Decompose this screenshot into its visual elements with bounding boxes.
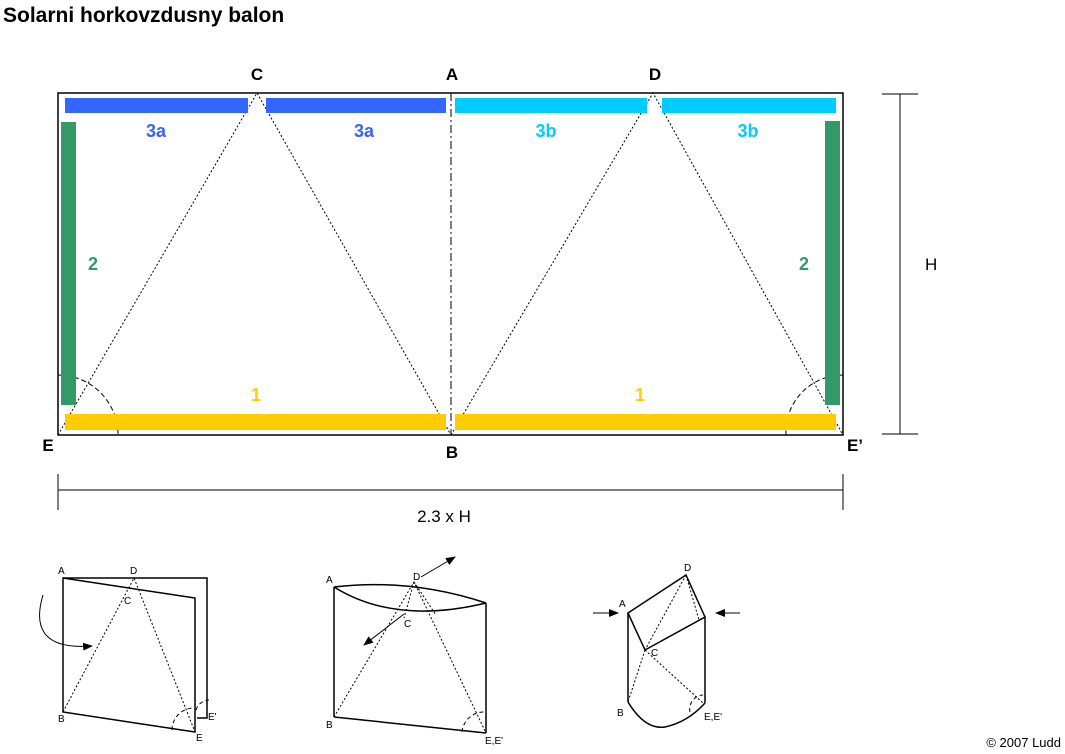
step2-label-ee: E,E' <box>485 736 503 747</box>
step2-label-a: A <box>326 575 333 586</box>
strip-3b-label-right: 3b <box>737 121 758 141</box>
strip-1-right <box>455 414 836 430</box>
assembly-step-2: A D C B E,E' <box>326 556 503 747</box>
height-label: H <box>925 255 937 274</box>
strip-2-right <box>825 121 840 405</box>
copyright-notice: © 2007 Ludd <box>986 735 1061 750</box>
step3-label-c: C <box>651 648 658 659</box>
point-b-label: B <box>446 443 458 462</box>
strip-3a-left <box>65 98 248 113</box>
strip-3b-left <box>455 98 647 113</box>
step2-label-d: D <box>413 572 420 583</box>
assembly-step-3: A D C B E,E' <box>593 563 740 729</box>
point-c-label: C <box>251 65 263 84</box>
point-a-label: A <box>446 65 458 84</box>
strip-3a-label-left: 3a <box>146 121 167 141</box>
dimension-height: H <box>882 93 937 435</box>
step1-label-a: A <box>58 566 65 577</box>
strip-1-label-left: 1 <box>251 385 261 405</box>
step3-label-b: B <box>617 708 624 719</box>
strip-1-left <box>65 414 446 430</box>
strip-3b-right <box>662 98 836 113</box>
strip-2-label-left: 2 <box>88 254 98 274</box>
step1-label-d: D <box>130 566 137 577</box>
page-title: Solarni horkovzdusny balon <box>3 4 285 27</box>
width-label: 2.3 x H <box>417 507 471 526</box>
step3-label-d: D <box>684 563 691 574</box>
point-e-prime-label: E’ <box>847 436 863 455</box>
pattern-sheet: 3a 3a 3b 3b 2 2 1 1 C A D E B E’ <box>42 65 863 462</box>
step3-label-ee: E,E' <box>704 712 722 723</box>
point-d-label: D <box>649 65 661 84</box>
point-e-label: E <box>42 436 53 455</box>
strip-3b-label-left: 3b <box>535 121 556 141</box>
step1-label-e-prime: E' <box>208 712 217 723</box>
assembly-step-1: A D C B E E' <box>39 566 217 744</box>
strip-1-label-right: 1 <box>635 385 645 405</box>
step3-label-a: A <box>619 599 626 610</box>
step2-label-c: C <box>404 619 411 630</box>
triangle-b-d-e-prime <box>450 91 844 436</box>
step2-label-b: B <box>326 720 333 731</box>
step1-label-c: C <box>124 596 131 607</box>
dimension-width: 2.3 x H <box>57 474 844 526</box>
strip-2-left <box>61 122 76 405</box>
strip-3a-right <box>266 98 446 113</box>
strip-3a-label-right: 3a <box>354 121 375 141</box>
step1-label-e: E <box>196 733 203 744</box>
strip-2-label-right: 2 <box>799 254 809 274</box>
triangle-e-c-b <box>57 91 452 436</box>
step1-label-b: B <box>58 714 65 725</box>
